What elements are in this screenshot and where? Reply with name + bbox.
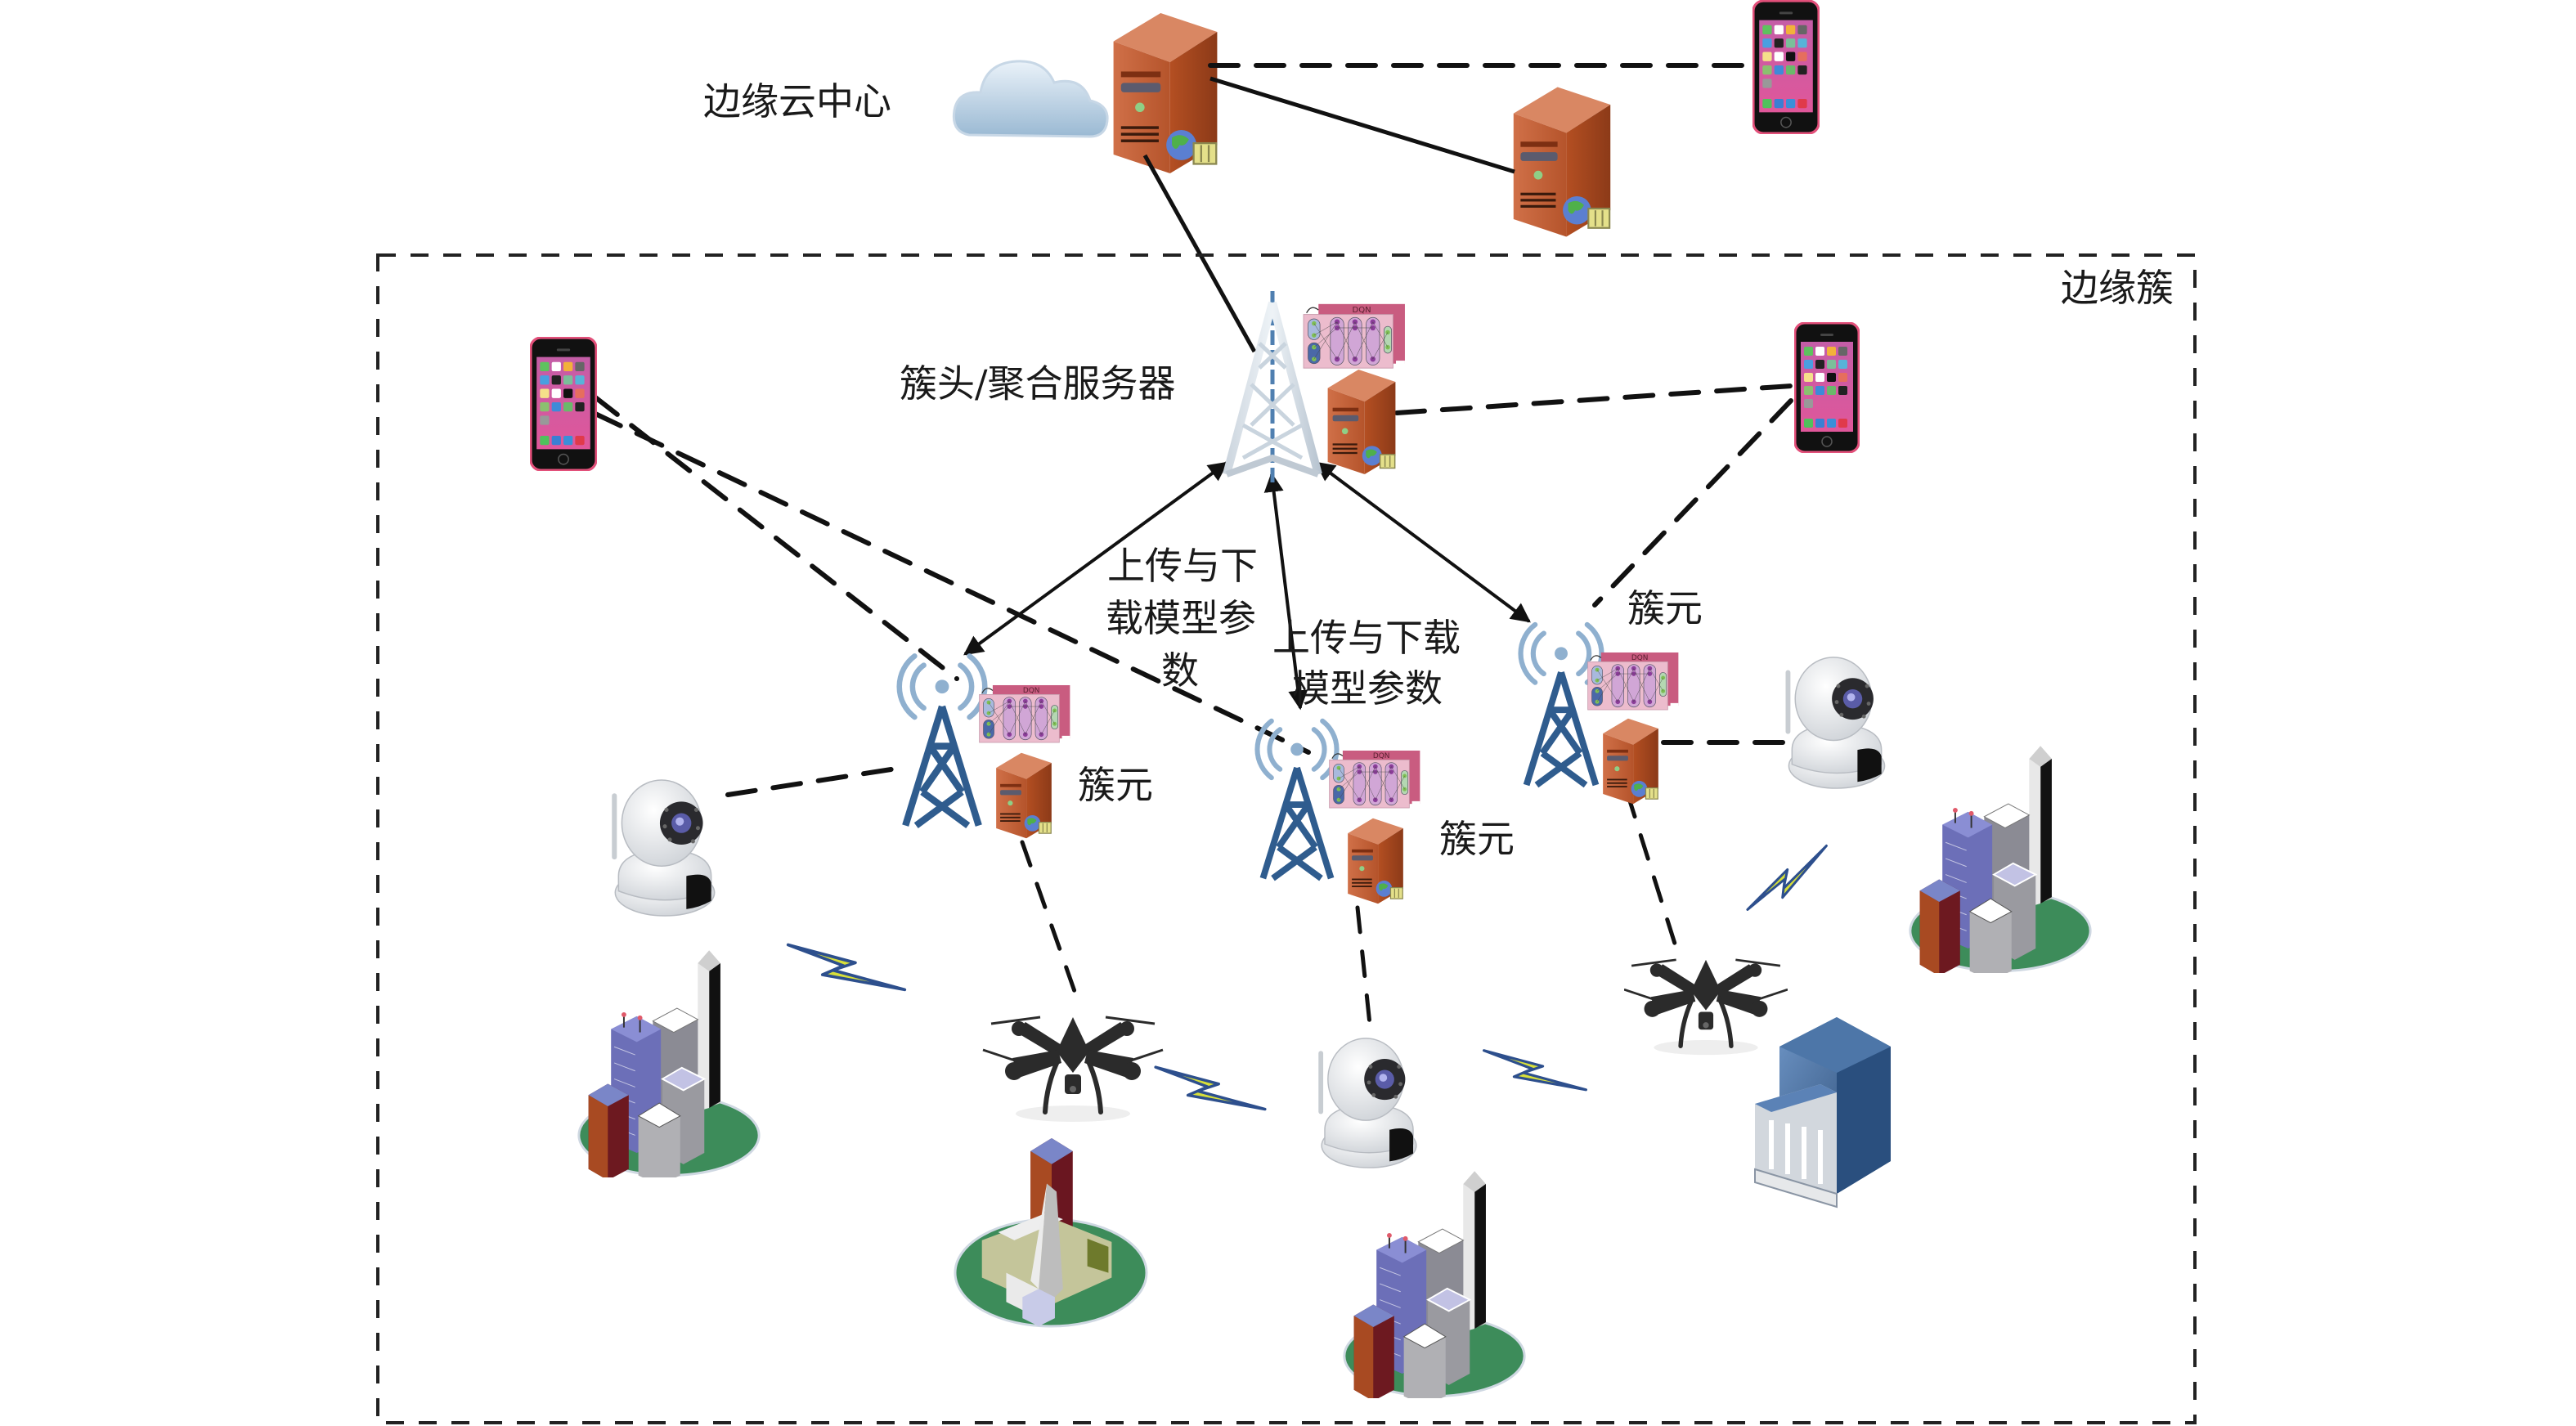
city-buildings-icon <box>1909 744 2092 973</box>
dashed-link <box>1020 840 1079 998</box>
arrow-head-to-left-member <box>963 461 1228 656</box>
dashed-link <box>1394 383 1793 415</box>
cloud-icon <box>952 60 1109 138</box>
cluster-member-center: 簇元 <box>1257 721 1515 904</box>
smartphone-icon <box>1752 0 1820 134</box>
server-icon <box>1347 818 1404 904</box>
label-line: 载模型参 <box>1106 596 1256 640</box>
dashed-link <box>1355 905 1373 1034</box>
wireless-link-icon <box>786 943 907 992</box>
dqn-network-icon <box>1587 652 1679 711</box>
label-line: 数 <box>1161 648 1199 693</box>
arrow-head-to-center-member <box>1263 472 1308 711</box>
church-icon <box>954 1137 1148 1328</box>
drone-icon <box>983 1017 1163 1122</box>
cluster-member-label: 簇元 <box>1627 586 1703 630</box>
server-icon <box>1602 718 1659 805</box>
dqn-network-icon <box>979 684 1070 743</box>
cluster-head-group: 簇头/聚合服务器 <box>900 291 1406 482</box>
radio-tower-icon <box>1223 291 1322 482</box>
cluster-member-label: 簇元 <box>1439 817 1515 861</box>
ip-camera-icon <box>611 779 716 917</box>
cell-tower-icon <box>1257 721 1336 878</box>
upload-download-label-left: 上传与下 载模型参 数 <box>1106 544 1258 693</box>
server-icon <box>1326 370 1397 474</box>
wireless-link-icon <box>1154 1065 1267 1111</box>
cluster-member-right: 簇元 <box>1521 586 1703 805</box>
ip-camera-icon <box>1784 657 1886 789</box>
cluster-member-label: 簇元 <box>1078 763 1153 807</box>
city-buildings-icon <box>577 948 761 1177</box>
dashed-link <box>1625 791 1677 946</box>
secondary-server-icon <box>1512 87 1612 237</box>
cluster-member-left: 簇元 <box>900 656 1153 839</box>
cluster-head-label: 簇头/聚合服务器 <box>900 361 1176 406</box>
cluster-links <box>593 383 1793 1034</box>
label-line: 上传与下 <box>1107 544 1258 588</box>
upload-download-label-right: 上传与下载 模型参数 <box>1272 616 1461 711</box>
cloud-server-icon <box>1112 13 1218 173</box>
edge-cluster-boundary <box>376 253 2197 1424</box>
drone-icon <box>1624 960 1788 1055</box>
label-line: 模型参数 <box>1292 666 1443 711</box>
smartphone-icon <box>530 337 597 471</box>
ip-camera-icon <box>1317 1038 1417 1168</box>
arrow-head-to-right-member <box>1315 461 1531 623</box>
solid-link <box>1209 76 1515 174</box>
server-icon <box>995 752 1052 839</box>
dashed-link <box>593 395 959 681</box>
label-line: 上传与下载 <box>1272 616 1461 660</box>
city-buildings-icon <box>1343 1169 1526 1398</box>
dashed-link <box>1592 398 1793 608</box>
bank-building-icon <box>1755 1017 1891 1207</box>
dashed-link <box>725 766 899 797</box>
dashed-link <box>593 411 1311 755</box>
smartphone-icon <box>1794 322 1860 453</box>
wireless-link-icon <box>1482 1049 1588 1092</box>
edge-cloud-center-label: 边缘云中心 <box>703 79 891 123</box>
wireless-link-icon <box>1746 826 1828 930</box>
dqn-network-icon <box>1303 303 1406 369</box>
dqn-network-icon <box>1329 750 1420 809</box>
edge-cloud-group: 边缘云中心 <box>703 0 1820 353</box>
edge-cluster-label: 边缘簇 <box>2061 266 2174 310</box>
cell-tower-icon <box>900 656 985 825</box>
model-parameter-arrows <box>963 461 1531 711</box>
